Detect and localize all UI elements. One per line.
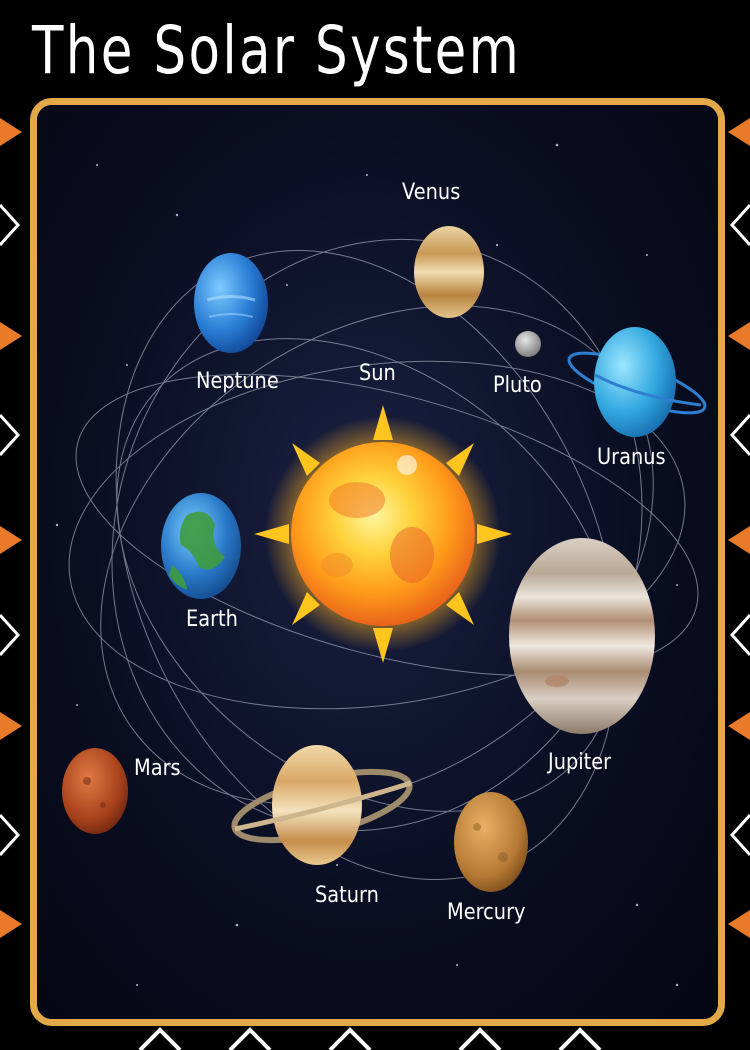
uranus-icon [567, 327, 707, 437]
bottom-pattern [138, 1027, 602, 1050]
jupiter-icon [509, 538, 655, 734]
label-pluto: Pluto [493, 373, 542, 398]
pluto-icon [515, 331, 541, 357]
label-earth: Earth [186, 607, 238, 632]
label-mars: Mars [134, 756, 181, 781]
poster-frame: Venus Neptune Sun Pluto Uranus Earth Jup… [30, 98, 725, 1026]
venus-icon [414, 226, 484, 318]
solar-system-illustration [55, 143, 707, 987]
label-sun: Sun [359, 361, 396, 386]
label-uranus: Uranus [597, 445, 666, 470]
saturn-icon [231, 745, 413, 865]
label-saturn: Saturn [315, 883, 379, 908]
stars [55, 143, 679, 987]
mars-icon [62, 748, 128, 834]
mercury-icon [454, 792, 528, 892]
earth-icon [161, 493, 241, 599]
neptune-icon [194, 253, 268, 353]
label-jupiter: Jupiter [548, 750, 612, 775]
label-venus: Venus [402, 180, 461, 205]
label-mercury: Mercury [447, 900, 526, 925]
page-title: The Solar System [32, 12, 522, 89]
label-neptune: Neptune [196, 369, 279, 394]
sun-icon [254, 405, 512, 663]
